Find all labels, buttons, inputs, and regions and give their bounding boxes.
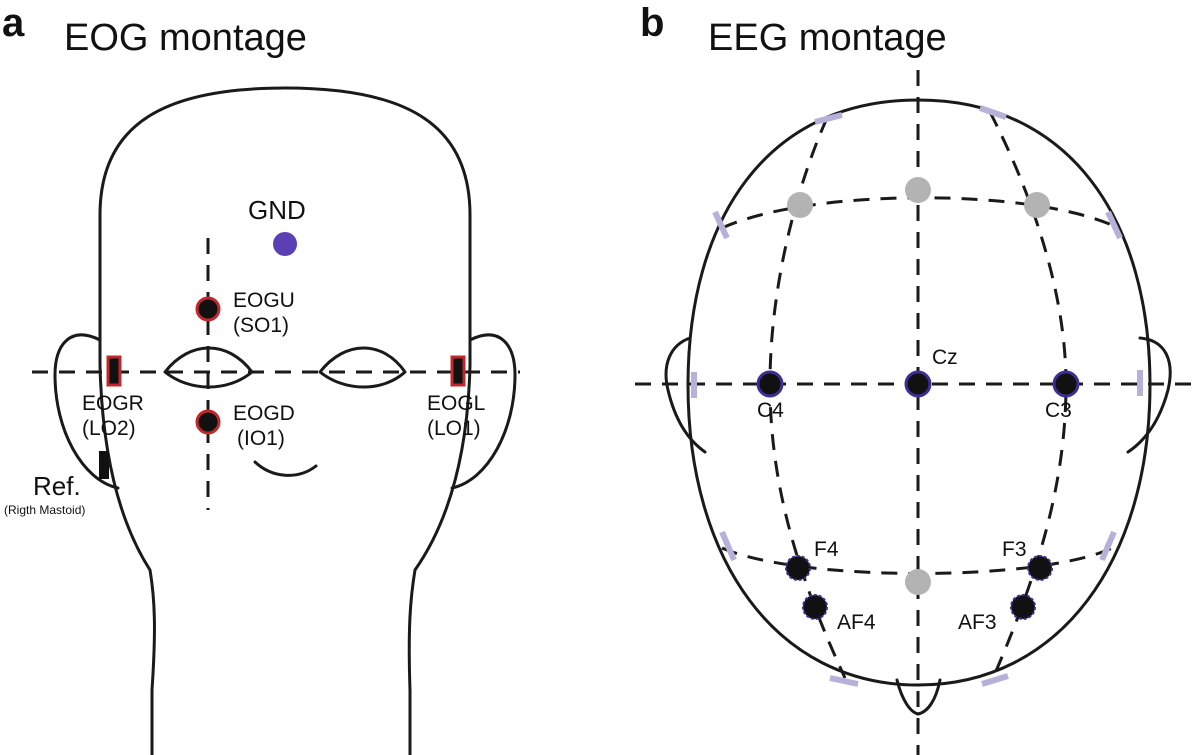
ghost-electrode-right — [1024, 192, 1050, 218]
eogu-label: EOGU — [233, 289, 295, 312]
lo1-label: (LO1) — [427, 417, 481, 440]
panel-a-title: EOG montage — [64, 17, 307, 59]
af4-electrode — [802, 594, 828, 620]
panel-b: b EEG montage — [635, 1, 1200, 755]
eogr-label: EOGR — [82, 392, 144, 415]
left-eye — [318, 346, 407, 389]
f3-label: F3 — [1002, 538, 1027, 561]
mouth — [253, 460, 318, 477]
c3-electrode — [1052, 370, 1080, 398]
c4-label: C4 — [757, 399, 784, 422]
ghost-electrode-fpz — [905, 569, 931, 595]
cz-label: Cz — [932, 346, 958, 369]
af3-electrode — [1010, 594, 1036, 620]
eogu-electrode — [195, 296, 221, 322]
f3-electrode — [1027, 555, 1053, 581]
ghost-electrode-left — [787, 192, 813, 218]
gnd-electrode — [273, 232, 297, 256]
io1-label: (IO1) — [237, 427, 285, 450]
ghost-electrode-center — [905, 177, 931, 203]
so1-label: (SO1) — [233, 314, 289, 337]
eogr-electrode — [106, 355, 122, 387]
right-ear — [53, 333, 120, 490]
c4-electrode — [756, 370, 784, 398]
panel-a: a EOG montage GND EOGU (SO1) EOGD (IO1) … — [2, 1, 520, 755]
eeg-nose — [895, 678, 942, 716]
lo2-label: (LO2) — [82, 417, 136, 440]
ref-label: Ref. — [33, 471, 81, 501]
eogd-electrode — [195, 409, 221, 435]
eeg-left-ear — [1126, 336, 1172, 454]
eogl-label: EOGL — [427, 392, 485, 415]
eogd-label: EOGD — [233, 402, 295, 425]
gnd-label: GND — [248, 195, 306, 225]
af4-label: AF4 — [837, 611, 876, 634]
ref-electrode — [99, 451, 109, 479]
eeg-head-outline — [686, 98, 1152, 687]
eogl-electrode — [450, 355, 466, 387]
c3-label: C3 — [1045, 399, 1072, 422]
panel-b-letter: b — [640, 1, 664, 45]
eeg-right-ear — [664, 336, 707, 454]
head-outline — [98, 86, 472, 755]
cz-electrode — [904, 370, 932, 398]
f4-label: F4 — [814, 538, 839, 561]
left-ear — [450, 333, 517, 490]
panel-a-letter: a — [2, 1, 25, 45]
edge-ticks — [691, 105, 1143, 687]
f4-electrode — [785, 555, 811, 581]
ref-sub-label: (Rigth Mastoid) — [4, 503, 85, 517]
af3-label: AF3 — [958, 611, 997, 634]
panel-b-title: EEG montage — [708, 17, 947, 59]
